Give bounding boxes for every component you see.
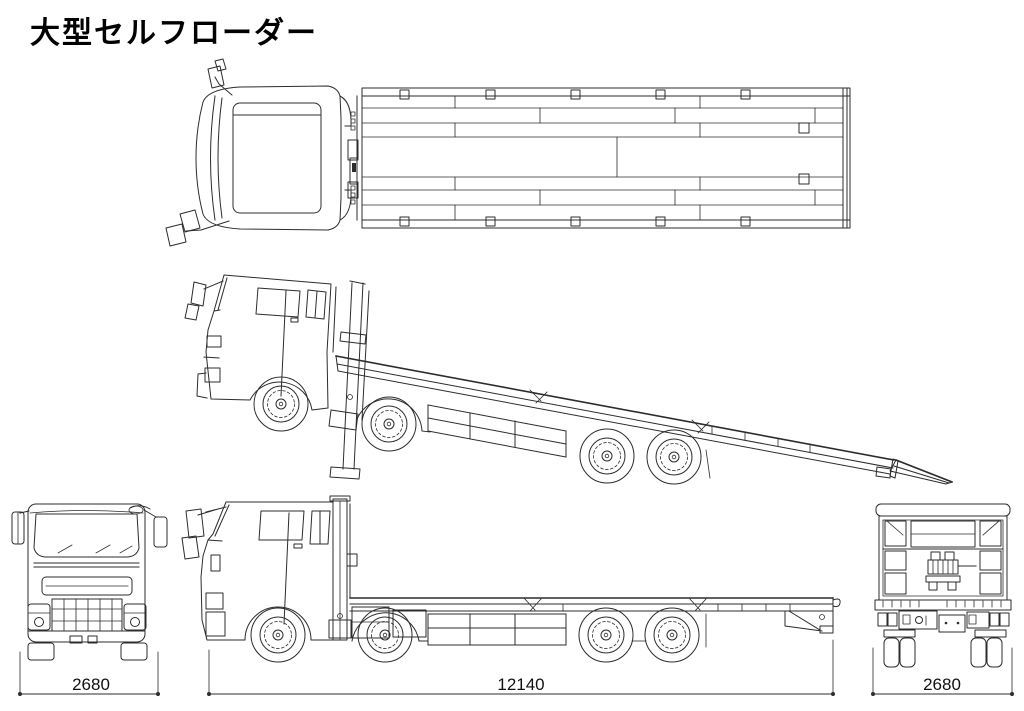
taillight [877,612,888,627]
side-view-flat [181,495,841,663]
front-view [11,503,168,661]
wheel-rear-1 [579,428,635,484]
loading-ramp [889,458,954,485]
taillight [887,612,898,627]
taillight [989,612,1000,627]
flat-underbody [351,606,647,646]
dimension-front-width: 2680 [18,651,160,696]
headboard-frame [878,515,1008,601]
mirror-upper [207,58,233,96]
wheel-rear-1 [578,607,634,663]
wheel-front-2 [361,396,417,452]
side-window [255,287,301,318]
wheel-rear-2 [646,429,702,485]
rear-view [874,503,1012,668]
top-view-deck [361,87,851,229]
windshield [33,513,140,558]
flat-mirror [181,506,227,560]
license-plate [938,614,966,633]
headlight-left [27,603,51,631]
top-view-subframe [347,95,359,221]
wipers [57,544,133,554]
flat-cab [181,501,334,641]
upper-grille [41,576,133,596]
jack-foot [329,466,361,480]
wheel-front-2 [357,607,413,663]
rear-bumper [877,610,1010,633]
tilted-deck [335,355,899,479]
top-view-cab [165,58,352,247]
mirror-lower [165,209,230,247]
flat-jack-post [328,495,358,641]
front-mirror-left [11,510,30,545]
front-tire-left [27,642,55,661]
dimension-label-length: 12140 [497,675,544,694]
tilt-jack-post [329,280,370,480]
front-mirror-right [128,505,168,548]
tilted-underbody [328,398,567,458]
headlight-right [123,603,147,631]
front-cab-body [27,503,146,643]
winch-assembly [925,551,977,591]
front-tire-right [120,642,148,661]
dimension-rear-width: 2680 [871,647,1014,696]
wheel-rear-2 [644,607,700,663]
side-view-tilted [184,274,954,485]
page-title: 大型セルフローダー [30,17,318,50]
rear-wheels [883,637,1003,668]
top-view [165,58,851,247]
tilted-mirror [184,280,224,321]
rear-deck-band [874,599,1012,611]
mudflap-left [883,629,916,638]
headboard-cap [875,503,1011,517]
taillight [999,612,1010,627]
dimension-label-front: 2680 [72,675,110,694]
side-window [258,510,305,541]
tie-down-holes [399,89,810,227]
dimension-overall-length: 12140 [207,639,835,696]
flat-deck [349,597,841,648]
headboard-panels [884,520,1002,595]
tilted-cab [184,274,337,411]
cab-roof-panel [232,102,322,214]
wheel-front-1 [253,376,309,432]
mudflap-right [974,629,1007,638]
dimension-label-rear: 2680 [923,675,961,694]
lower-grille [51,598,123,632]
wheel-front-1 [250,607,306,663]
